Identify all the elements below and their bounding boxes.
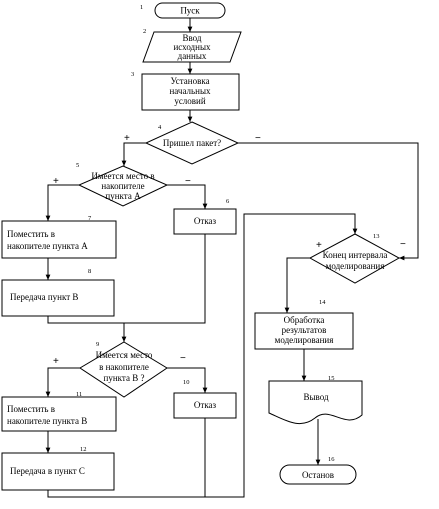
connector-lines — [45, 18, 419, 498]
end-interval-label-line2: моделирования — [326, 261, 385, 271]
end-interval-label-line1: Конец интервала — [323, 250, 388, 260]
send-c-block: Передача в пункт С 12 — [1, 446, 115, 491]
send-b-label: Передача пункт В — [10, 292, 78, 302]
reject-a-block: Отказ 6 — [173, 198, 237, 235]
block-number-8: 8 — [88, 268, 91, 275]
input-block: Ввод исходных данных 2 — [142, 28, 242, 63]
block-number-4: 4 — [158, 124, 162, 131]
end-interval-no-sign: − — [400, 239, 406, 250]
block-number-5: 5 — [76, 162, 79, 169]
packet-yes-sign: + — [124, 133, 130, 144]
put-b-label-line2: накопителе пункта В — [7, 416, 87, 426]
space-b-label-line1: Имеется место — [96, 350, 153, 360]
process-label-line1: Обработка — [284, 315, 325, 325]
block-number-2: 2 — [143, 28, 146, 35]
input-label-line2: исходных — [173, 42, 211, 52]
put-a-block: Поместить в накопителе пункта А 7 — [1, 215, 117, 259]
space-a-yes-sign: + — [53, 176, 59, 187]
packet-decision: Пришел пакет? 4 + − — [124, 121, 261, 165]
space-a-label-line1: Имеется место в — [91, 171, 154, 181]
put-b-label-line1: Поместить в — [7, 404, 55, 414]
process-block: Обработка результатов моделирования 14 — [254, 299, 354, 350]
process-label-line3: моделирования — [275, 335, 334, 345]
space-b-yes-sign: + — [53, 356, 59, 367]
block-number-14: 14 — [319, 299, 326, 306]
reject-b-block: Отказ 10 — [173, 379, 237, 419]
block-number-6: 6 — [226, 198, 230, 205]
packet-no-sign: − — [255, 133, 261, 144]
space-b-label-line2: в накопителе — [99, 362, 149, 372]
block-number-16: 16 — [328, 456, 335, 463]
space-a-label-line2: накопителе — [101, 181, 144, 191]
block-number-13: 13 — [373, 233, 380, 240]
block-number-10: 10 — [183, 379, 190, 386]
send-c-label: Передача в пункт С — [10, 466, 85, 476]
output-block: Вывод 15 — [268, 375, 363, 425]
start-terminal: Пуск 1 — [140, 2, 226, 19]
stop-label: Останов — [302, 470, 334, 480]
space-a-no-sign: − — [185, 176, 191, 187]
block-number-12: 12 — [80, 446, 87, 453]
space-b-no-sign: − — [180, 353, 186, 364]
process-label-line2: результатов — [282, 325, 327, 335]
block-number-7: 7 — [88, 215, 92, 222]
end-interval-yes-sign: + — [316, 240, 322, 251]
reject-a-label: Отказ — [194, 216, 217, 226]
stop-terminal: Останов 16 — [279, 456, 357, 485]
space-a-label-line3: пункта А — [105, 191, 141, 201]
init-block: Установка начальных условий 3 — [131, 71, 240, 111]
start-label: Пуск — [180, 6, 200, 16]
block-number-9: 9 — [96, 341, 99, 348]
block-number-11: 11 — [76, 391, 82, 398]
input-label-line1: Ввод — [182, 33, 201, 43]
space-b-label-line3: пункта В ? — [104, 373, 145, 383]
init-label-line3: условий — [174, 96, 206, 106]
end-interval-decision: Конец интервала моделирования 13 + − — [308, 233, 406, 284]
space-b-decision: Имеется место в накопителе пункта В ? 9 … — [53, 341, 186, 398]
put-b-block: Поместить в накопителе пункта В 11 — [1, 391, 117, 432]
put-a-label-line2: накопителе пункта А — [7, 241, 88, 251]
space-a-decision: Имеется место в накопителе пункта А 5 + … — [53, 162, 191, 207]
block-number-15: 15 — [328, 375, 335, 382]
block-number-3: 3 — [131, 71, 134, 78]
send-b-block: Передача пункт В 8 — [1, 268, 115, 317]
init-label-line2: начальных — [169, 86, 211, 96]
input-label-line3: данных — [178, 51, 207, 61]
block-number-1: 1 — [140, 4, 143, 11]
init-label-line1: Установка — [170, 76, 209, 86]
output-label: Вывод — [303, 392, 328, 402]
reject-b-label: Отказ — [194, 400, 217, 410]
packet-label: Пришел пакет? — [163, 138, 221, 148]
put-a-label-line1: Поместить в — [7, 229, 55, 239]
